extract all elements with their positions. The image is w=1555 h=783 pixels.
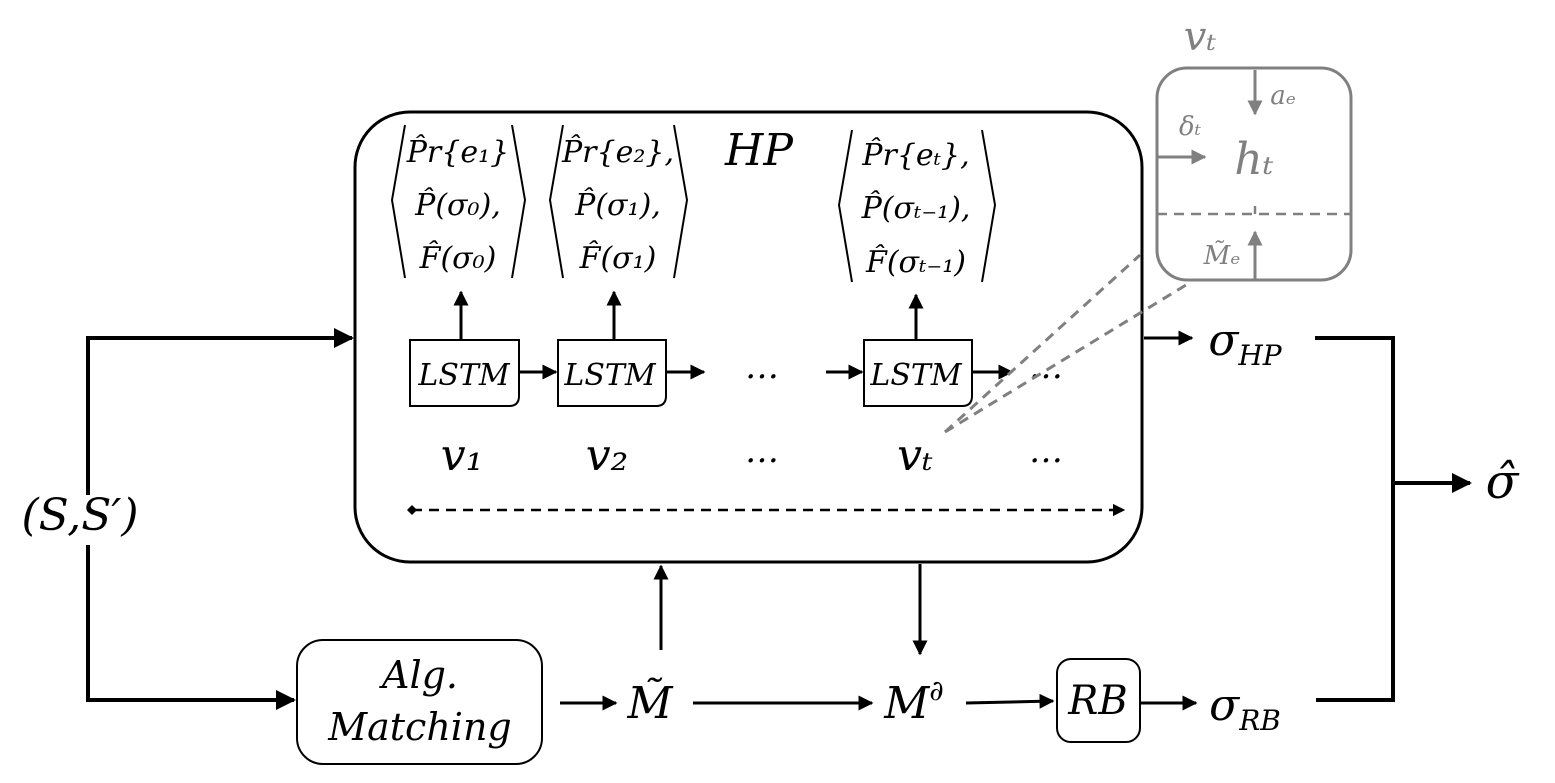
hp-box (353, 110, 1144, 564)
lstm-1-label: LSTM (417, 358, 510, 393)
m-tilde-label: M̃ (626, 676, 673, 729)
m-partial-label: M∂ (883, 674, 944, 729)
node-ellipsis: … (745, 431, 779, 471)
detail-me: M̃ₑ (1203, 240, 1241, 271)
detail-box: vₜ aₑ δₜ hₜ M̃ₑ (1155, 14, 1353, 282)
lstm-ellipsis-end: … (1029, 347, 1063, 387)
output-group-2: P̂r{e₂}, P̂(σ₁), F̂(σ₁) (548, 124, 689, 279)
sigma-hat-label: σ̂ (1486, 454, 1520, 510)
node-v1: v₁ (441, 430, 484, 481)
output-2-pr: P̂r{e₂}, (561, 135, 674, 170)
lstm-ellipsis: … (745, 347, 779, 387)
lstm-cell-t: LSTM (863, 339, 973, 407)
alg-matching-line2: Matching (327, 705, 512, 749)
hp-label: HP (724, 125, 794, 176)
sigma-hp-label: σHP (1208, 315, 1282, 372)
detail-title: vₜ (1184, 14, 1217, 60)
alg-matching-box: Alg. Matching (296, 639, 543, 765)
output-2-p: P̂(σ₁), (574, 188, 661, 223)
input-label: (S,S′) (21, 490, 138, 541)
rb-label: RB (1067, 678, 1128, 724)
node-vt: vₜ (897, 430, 933, 481)
output-2-f: F̂(σ₁) (579, 241, 657, 276)
rb-box: RB (1056, 658, 1141, 743)
lstm-cell-1: LSTM (409, 339, 520, 407)
alg-matching-line1: Alg. (379, 653, 458, 697)
output-1-f: F̂(σ₀) (419, 241, 497, 276)
input-to-hp-connector (86, 328, 354, 495)
output-t-f: F̂(σₜ₋₁) (865, 245, 966, 280)
zoom-line-2 (944, 283, 1187, 434)
detail-ae: aₑ (1270, 81, 1296, 111)
output-1-p: P̂(σ₀), (414, 188, 501, 223)
lstm-t-label: LSTM (869, 358, 962, 393)
detail-delta: δₜ (1179, 112, 1202, 142)
output-t-p: P̂(σₜ₋₁), (861, 191, 971, 226)
lstm-2-label: LSTM (563, 358, 656, 393)
output-group-t: P̂r{eₜ}, P̂(σₜ₋₁), F̂(σₜ₋₁) (837, 129, 997, 283)
lstm-cell-2: LSTM (557, 339, 667, 407)
merge-connector-hp (1315, 336, 1395, 702)
arrow-mpartial-rb (965, 693, 1055, 709)
node-v2: v₂ (586, 430, 629, 481)
sigma-rb-label: σRB (1209, 680, 1281, 737)
output-1-pr: P̂r{e₁} (406, 135, 509, 170)
output-group-1: P̂r{e₁} P̂(σ₀), F̂(σ₀) (390, 124, 527, 279)
output-t-pr: P̂r{eₜ}, (861, 138, 969, 173)
zoom-line-1 (943, 253, 1142, 434)
node-ellipsis-end: … (1029, 431, 1063, 471)
detail-ht: hₜ (1234, 134, 1273, 185)
input-to-matching-connector (86, 545, 296, 710)
